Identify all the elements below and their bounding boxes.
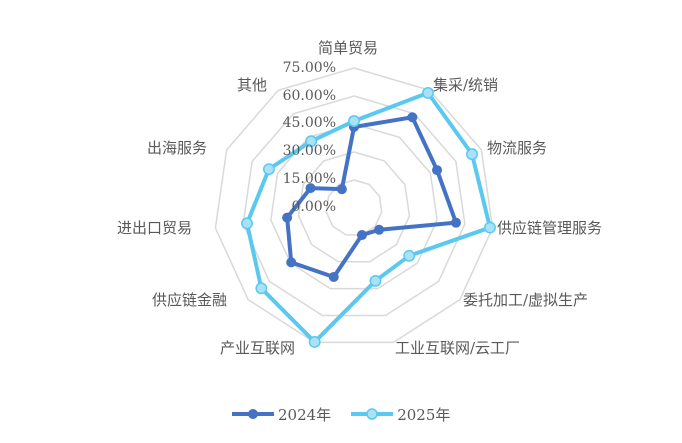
data-point-marker[interactable] xyxy=(356,230,367,241)
category-label-import-export: 进出口贸易 xyxy=(117,219,193,237)
grid-ring xyxy=(214,67,494,344)
data-point-marker[interactable] xyxy=(466,148,478,161)
tick-label-45: 45.00% xyxy=(282,115,336,131)
series-marker-icon xyxy=(351,408,394,420)
chart-legend: 2024年 2025年 xyxy=(230,402,450,426)
tick-label-15: 15.00% xyxy=(282,171,336,187)
data-point-marker[interactable] xyxy=(348,115,360,127)
data-point-marker[interactable] xyxy=(374,224,385,235)
legend-item-2025[interactable]: 2025年 xyxy=(349,404,450,425)
category-label-industrial-internet: 工业互联网/云工厂 xyxy=(395,339,521,357)
series-marker-icon xyxy=(232,409,274,419)
data-point-marker[interactable] xyxy=(305,135,318,148)
legend-label-2025: 2025年 xyxy=(397,405,451,424)
data-point-marker[interactable] xyxy=(262,163,275,176)
category-label-supply-chain-finance: 供应链金融 xyxy=(152,291,228,309)
data-point-marker[interactable] xyxy=(336,184,347,195)
data-point-marker[interactable] xyxy=(308,336,321,348)
data-point-marker[interactable] xyxy=(286,257,297,268)
grid-ring xyxy=(297,151,411,263)
category-label-logistics: 物流服务 xyxy=(487,139,548,157)
category-label-other: 其他 xyxy=(237,76,268,94)
category-label-contract-manufacturing: 委托加工/虚拟生产 xyxy=(463,291,589,309)
data-point-marker[interactable] xyxy=(403,249,416,262)
data-point-marker[interactable] xyxy=(241,217,253,230)
series-line-1 xyxy=(245,90,492,344)
radar-series xyxy=(241,86,496,348)
data-point-marker[interactable] xyxy=(369,274,382,287)
data-point-marker[interactable] xyxy=(407,112,418,123)
category-label-scm-services: 供应链管理服务 xyxy=(497,219,603,237)
data-point-marker[interactable] xyxy=(282,212,293,223)
series-line-0 xyxy=(285,115,458,279)
category-label-simple-trade: 简单贸易 xyxy=(318,39,379,57)
data-point-marker[interactable] xyxy=(328,271,339,282)
data-point-marker[interactable] xyxy=(305,183,316,194)
legend-item-2024[interactable]: 2024年 xyxy=(230,404,331,425)
data-point-marker[interactable] xyxy=(255,282,268,295)
tick-label-30: 30.00% xyxy=(282,143,336,159)
tick-label-60: 60.00% xyxy=(282,88,336,104)
radar-grid xyxy=(214,67,494,344)
data-point-marker[interactable] xyxy=(432,165,443,176)
tick-label-0: 0.00% xyxy=(291,199,336,215)
data-point-marker[interactable] xyxy=(484,221,496,234)
category-label-overseas-services: 出海服务 xyxy=(147,139,208,157)
grid-ring xyxy=(242,95,466,317)
category-label-central-procurement: 集采/统销 xyxy=(433,76,499,94)
grid-ring xyxy=(270,123,438,290)
data-point-marker[interactable] xyxy=(450,217,461,228)
category-label-industry-internet: 产业互联网 xyxy=(220,339,296,357)
data-point-marker[interactable] xyxy=(422,86,434,99)
legend-label-2024: 2024年 xyxy=(278,405,332,424)
tick-label-75: 75.00% xyxy=(282,60,336,76)
grid-ring xyxy=(325,179,383,236)
